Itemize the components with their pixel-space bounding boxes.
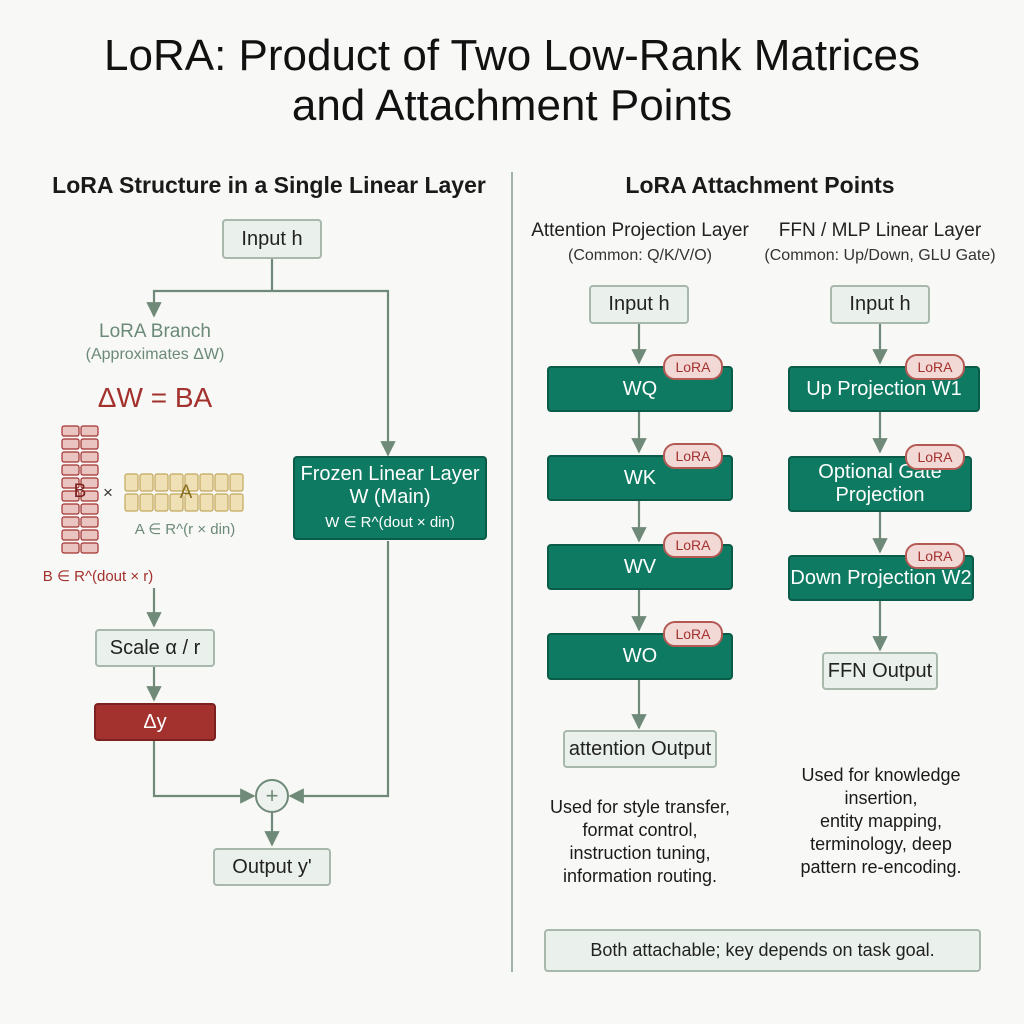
input-h-box: Input h: [222, 219, 322, 259]
wq-layer-box: WQ: [547, 366, 733, 412]
diagram-title-line1: LoRA: Product of Two Low-Rank Matrices: [104, 31, 920, 80]
frozen-layer-subtitle: W (Main): [349, 485, 431, 508]
matrix-b-label: B: [73, 481, 87, 502]
attention-column-title: Attention Projection Layer: [531, 220, 749, 241]
arrow-delta-to-sum: [152, 741, 256, 804]
attention-column-subtitle: (Common: Q/K/V/O): [567, 247, 713, 264]
down-projection-lora-badge: LoRA: [905, 543, 965, 569]
attention-input-box: Input h: [589, 285, 689, 324]
arrow-to-lora-branch: [146, 289, 272, 318]
ffn-input-box: Input h: [830, 285, 930, 324]
ffn-output-box: FFN Output: [822, 652, 938, 690]
wq-lora-badge: LoRA: [663, 354, 723, 380]
wk-lora-badge: LoRA: [663, 443, 723, 469]
ffn-column-subtitle: (Common: Up/Down, GLU Gate): [764, 247, 996, 264]
sum-plus: +: [266, 783, 279, 808]
attention-output-box: attention Output: [563, 730, 717, 768]
matrix-a-label: A: [179, 482, 193, 503]
ffn-usage-note: Used for knowledge insertion, entity map…: [768, 764, 994, 879]
frozen-linear-layer-box: Frozen Linear Layer W (Main) W ∈ R^(dout…: [293, 456, 487, 540]
lora-branch-subtitle: (Approximates ΔW): [85, 346, 225, 363]
scale-box: Scale α / r: [95, 629, 215, 667]
delta-w-equation: ΔW = BA: [97, 382, 213, 413]
attention-note-line: Used for style transfer,: [549, 797, 731, 817]
arrow-to-frozen-layer: [272, 289, 396, 457]
attention-note-line: information routing.: [562, 866, 718, 886]
frozen-layer-dimension: W ∈ R^(dout × din): [325, 513, 455, 531]
ffn-note-line: terminology, deep: [810, 834, 952, 854]
footer-summary-box: Both attachable; key depends on task goa…: [544, 929, 981, 972]
attention-note-line: format control,: [582, 820, 698, 840]
attention-usage-note: Used for style transfer, format control,…: [528, 796, 752, 888]
ffn-column-title: FFN / MLP Linear Layer: [778, 220, 982, 241]
up-projection-box: Up Projection W1: [788, 366, 980, 412]
up-projection-lora-badge: LoRA: [905, 354, 965, 380]
gate-projection-lora-badge: LoRA: [905, 444, 965, 470]
ffn-note-line: entity mapping,: [819, 811, 943, 831]
times-symbol: ×: [103, 483, 113, 502]
ffn-note-line: insertion,: [844, 788, 918, 808]
wv-lora-badge: LoRA: [663, 532, 723, 558]
ffn-note-line: Used for knowledge: [801, 765, 961, 785]
matrix-b-grid: B: [61, 425, 99, 557]
attention-note-line: instruction tuning,: [569, 843, 711, 863]
sum-node: [255, 779, 289, 813]
output-y-box: Output y': [213, 848, 331, 886]
matrix-a-cells: [124, 473, 244, 512]
matrix-a-dimension: A ∈ R^(r × din): [134, 521, 236, 538]
matrix-b-cells: [61, 425, 99, 554]
right-section-heading: LoRA Attachment Points: [625, 172, 895, 198]
wo-lora-badge: LoRA: [663, 621, 723, 647]
arrow-frozen-to-sum: [288, 541, 390, 804]
diagram-title-line2: and Attachment Points: [291, 81, 733, 130]
delta-y-box: Δy: [94, 703, 216, 741]
lora-branch-label: LoRA Branch: [99, 321, 211, 342]
left-section-heading: LoRA Structure in a Single Linear Layer: [52, 172, 486, 198]
frozen-layer-title: Frozen Linear Layer: [300, 462, 480, 485]
matrix-a-grid: A: [124, 473, 248, 513]
ffn-note-line: pattern re-encoding.: [800, 857, 962, 877]
matrix-b-dimension: B ∈ R^(dout × r): [42, 568, 154, 585]
